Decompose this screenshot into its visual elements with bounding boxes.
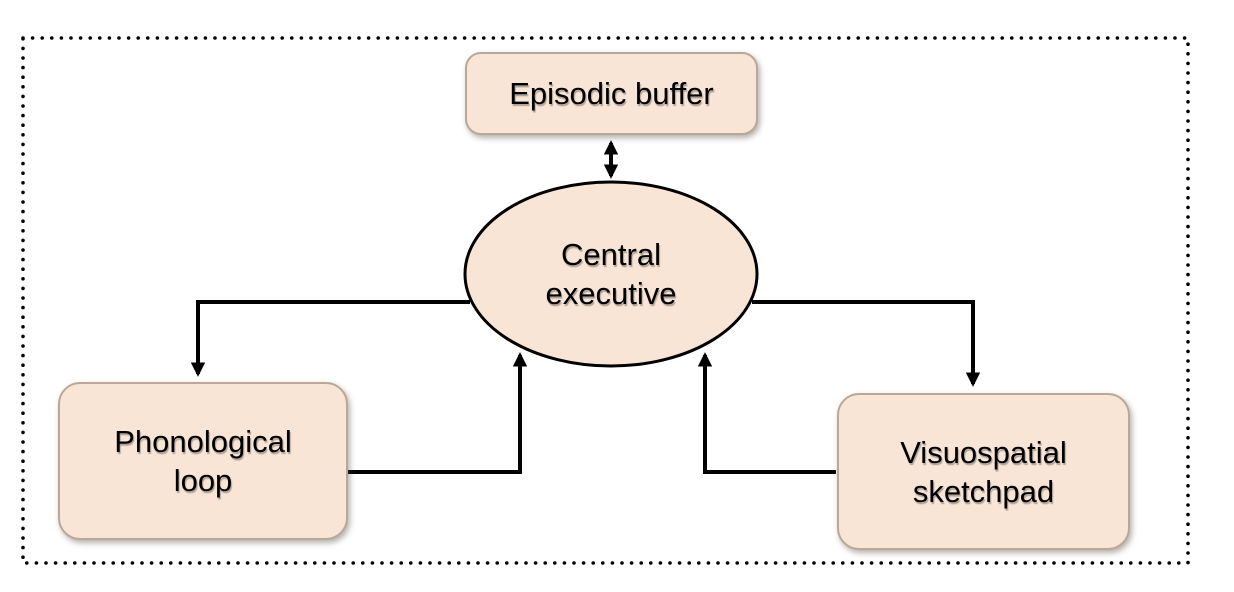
phonological-loop-label-line1: Phonological [114, 424, 292, 459]
node-episodic-buffer: Episodic buffer [465, 52, 758, 135]
central-executive-label-line2: executive [545, 276, 677, 311]
visuospatial-sketchpad-label-line2: sketchpad [912, 473, 1055, 509]
central-executive-ellipse [463, 180, 759, 368]
node-phonological-loop: Phonological loop [58, 382, 348, 540]
episodic-buffer-label: Episodic buffer [509, 76, 714, 111]
node-visuospatial-sketchpad: Visuospatial sketchpad [837, 393, 1130, 550]
arrow-phonological-loop-to-central-executive [348, 352, 528, 474]
central-executive-label-line1: Central [561, 237, 661, 272]
arrow-central-executive-to-phonological-loop [190, 300, 470, 377]
arrow-central-executive-to-visuospatial-sketchpad [752, 300, 981, 387]
phonological-loop-label-line2: loop [173, 463, 233, 498]
visuospatial-sketchpad-label-line1: Visuospatial [900, 434, 1067, 470]
arrow-visuospatial-sketchpad-to-central-executive [697, 352, 836, 474]
node-central-executive: Central executive [465, 182, 757, 366]
